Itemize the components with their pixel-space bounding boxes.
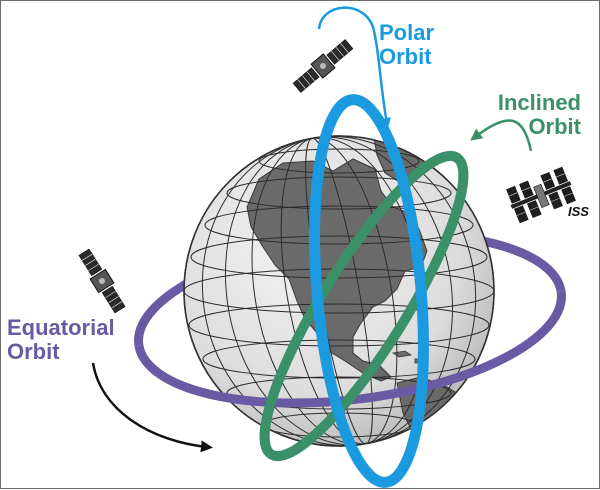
equatorial-direction-arrow [91,362,213,453]
equatorial-orbit-label-line2: Orbit [7,339,60,364]
polar-direction-arrow [317,6,391,128]
inclined-orbit-label-line1: Inclined [497,90,581,115]
satellite-icon [78,248,126,314]
polar-orbit-label: Polar Orbit [379,21,434,69]
iss-label: ISS [568,204,589,219]
satellite-icon [292,39,354,93]
inclined-orbit-label: Inclined Orbit [498,91,581,139]
inclined-orbit-label-line2: Orbit [528,114,581,139]
polar-orbit-label-line1: Polar [379,20,435,45]
inclined-direction-arrow [470,119,533,152]
equatorial-orbit-label: Equatorial Orbit [7,316,115,364]
inclined-orbit [259,150,469,462]
polar-orbit [309,94,429,488]
polar-orbit-label-line2: Orbit [379,44,432,69]
equatorial-orbit-front [134,290,566,408]
equatorial-orbit-label-line1: Equatorial [7,315,115,340]
iss-station-icon [506,166,576,224]
